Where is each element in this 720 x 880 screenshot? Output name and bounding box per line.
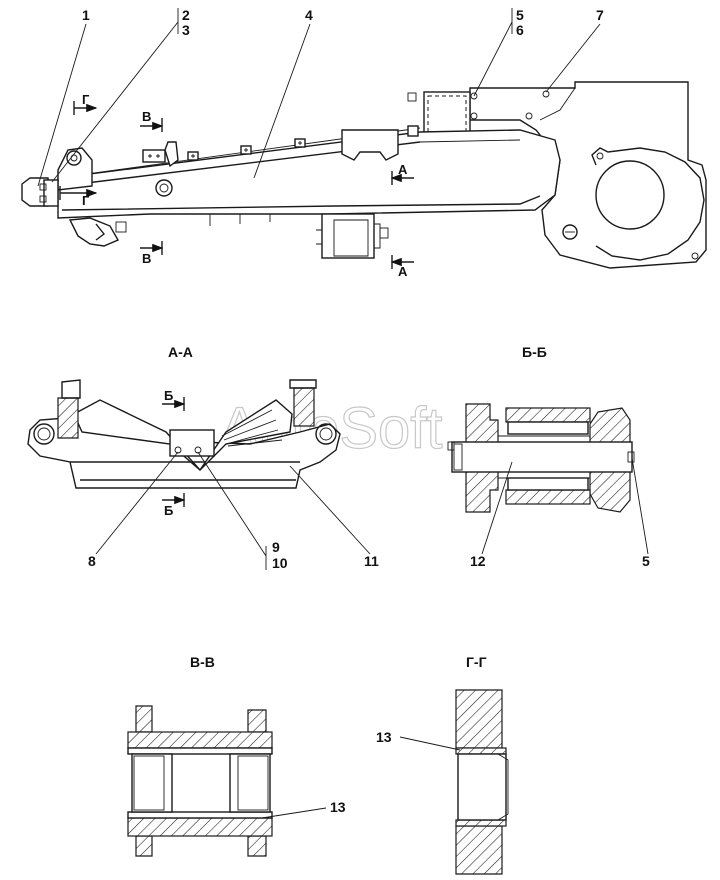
svg-text:5: 5 [516,7,524,23]
svg-text:Б: Б [164,503,173,518]
svg-text:8: 8 [88,553,96,569]
svg-text:9: 9 [272,539,280,555]
svg-text:5: 5 [642,553,650,569]
gg-roller [457,753,507,821]
callouts-aa: 8 9 10 11 [88,451,379,571]
left-hinge [57,147,93,191]
svg-text:В: В [142,251,151,266]
section-aa-view [27,379,341,489]
vv-left-roller [131,753,173,813]
section-gg-view [455,689,509,875]
vv-right-roller [229,753,271,813]
section-vv-view [127,705,273,857]
right-housing [469,81,707,269]
section-title-gg: Г-Г [466,654,487,670]
section-title-bb: Б-Б [522,344,547,360]
bb-shaft [451,441,633,473]
callouts-main: 1 2 3 4 5 6 7 [37,7,604,187]
top-block [341,129,399,161]
svg-text:11: 11 [364,553,379,569]
svg-text:6: 6 [516,22,524,38]
svg-text:Г: Г [82,193,90,208]
section-title-vv: В-В [190,654,215,670]
svg-text:Б: Б [164,388,173,403]
svg-text:1: 1 [82,7,90,23]
svg-text:13: 13 [330,799,346,815]
callouts-gg: 13 [376,729,461,751]
section-markers-main: Г Г В В А А [59,92,414,279]
svg-text:13: 13 [376,729,392,745]
section-bb-view [447,403,635,513]
lower-bracket [321,213,375,259]
svg-text:В: В [142,109,151,124]
svg-text:3: 3 [182,22,190,38]
callouts-bb: 12 5 [470,457,650,569]
main-view [21,81,707,269]
svg-text:4: 4 [305,7,313,23]
svg-text:Г: Г [82,92,90,107]
callouts-vv: 13 [261,799,346,819]
svg-text:10: 10 [272,555,288,571]
boom-beam [57,129,561,219]
section-title-aa: А-А [168,344,193,360]
svg-text:А: А [398,162,408,177]
section-markers-aa: Б Б [162,388,186,518]
svg-text:7: 7 [596,7,604,23]
flange-circle [595,160,665,230]
svg-text:2: 2 [182,7,190,23]
svg-text:12: 12 [470,553,486,569]
svg-text:А: А [398,264,408,279]
